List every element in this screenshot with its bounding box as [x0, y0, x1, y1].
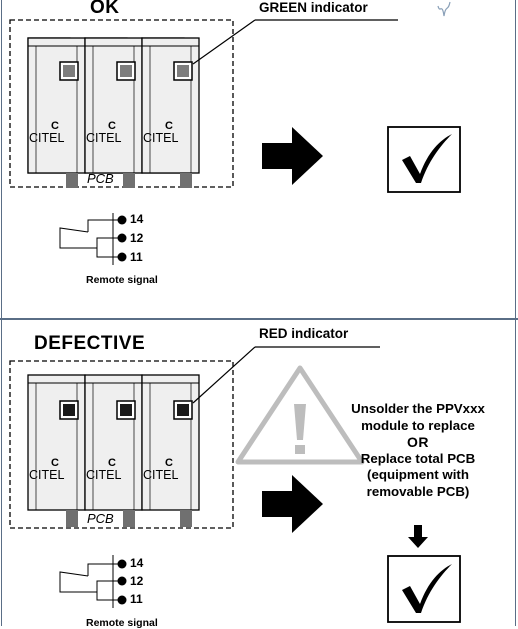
ok-module-3-body — [141, 37, 200, 174]
ok-module-1-brand: CITEL — [29, 131, 65, 145]
instruction-or: OR — [407, 434, 429, 451]
defective-pin-14-label: 14 — [130, 556, 144, 570]
left-border — [1, 0, 2, 626]
defective-remote-signal-label: Remote signal — [86, 617, 158, 629]
checkmark-icon-2 — [402, 564, 452, 613]
decorative-scribble — [437, 1, 451, 17]
ok-pin-3 — [180, 173, 192, 188]
ok-title: OK — [90, 0, 120, 18]
ok-module-3-mark: C — [165, 120, 173, 132]
defective-pin-2 — [123, 510, 135, 527]
ok-module-2-brand: CITEL — [86, 131, 122, 145]
ok-module-3-brand: CITEL — [143, 131, 179, 145]
warning-triangle-icon — [235, 365, 365, 465]
ok-pcb-boundary — [9, 19, 234, 188]
defective-pcb-label: PCB — [87, 511, 114, 526]
instruction-line-4: (equipment with — [367, 467, 469, 483]
defective-pin-11-label: 11 — [130, 592, 143, 606]
down-arrow-icon — [408, 525, 428, 548]
ok-pin-12-label: 12 — [130, 231, 144, 245]
defective-indicator-label: RED indicator — [259, 326, 349, 341]
ok-module-1-mark: C — [51, 120, 59, 132]
defective-module-2-brand: CITEL — [86, 468, 122, 482]
ok-module-2-body — [84, 37, 143, 174]
checkmark-icon — [402, 134, 452, 183]
instruction-line-1: Unsolder the PPVxxx — [351, 401, 485, 416]
ok-pin-11-label: 11 — [130, 250, 143, 264]
defective-module-3-body — [141, 374, 200, 511]
right-arrow-icon-2 — [262, 475, 323, 533]
instruction-line-5: removable PCB) — [366, 483, 470, 499]
ok-module-1-body — [27, 37, 86, 174]
defective-pin-3 — [180, 510, 192, 527]
ok-pin-14-label: 14 — [130, 212, 144, 226]
defective-indicator-leader — [192, 346, 256, 404]
defective-title: DEFECTIVE — [34, 333, 146, 354]
ok-remote-signal-schematic — [59, 213, 127, 265]
section-divider — [0, 318, 518, 320]
right-arrow-icon — [262, 127, 323, 185]
ok-pin-1 — [66, 173, 78, 188]
defective-module-1-mark: C — [51, 457, 59, 469]
defective-module-1-brand: CITEL — [29, 468, 65, 482]
ok-indicator-label: GREEN indicator — [259, 0, 368, 15]
ok-module-2-mark: C — [108, 120, 116, 132]
instruction-line-2: module to replace — [361, 417, 475, 433]
defective-module-1-body — [27, 374, 86, 511]
ok-pcb-label: PCB — [87, 171, 114, 186]
instruction-line-3: Replace total PCB — [360, 450, 476, 466]
ok-pin-2 — [123, 173, 135, 188]
replacement-instructions: Unsolder the PPVxxx module to replace OR… — [338, 401, 498, 501]
defective-module-3-mark: C — [165, 457, 173, 469]
defective-pin-1 — [66, 510, 78, 527]
defective-module-2-mark: C — [108, 457, 116, 469]
ok-remote-signal-label: Remote signal — [86, 274, 158, 286]
defective-remote-signal-schematic — [59, 555, 127, 608]
defective-pin-12-label: 12 — [130, 574, 144, 588]
defective-module-2-body — [84, 374, 143, 511]
defective-pcb-boundary — [9, 360, 234, 529]
right-border — [515, 0, 516, 626]
defective-module-3-brand: CITEL — [143, 468, 179, 482]
ok-indicator-leader — [192, 19, 256, 65]
